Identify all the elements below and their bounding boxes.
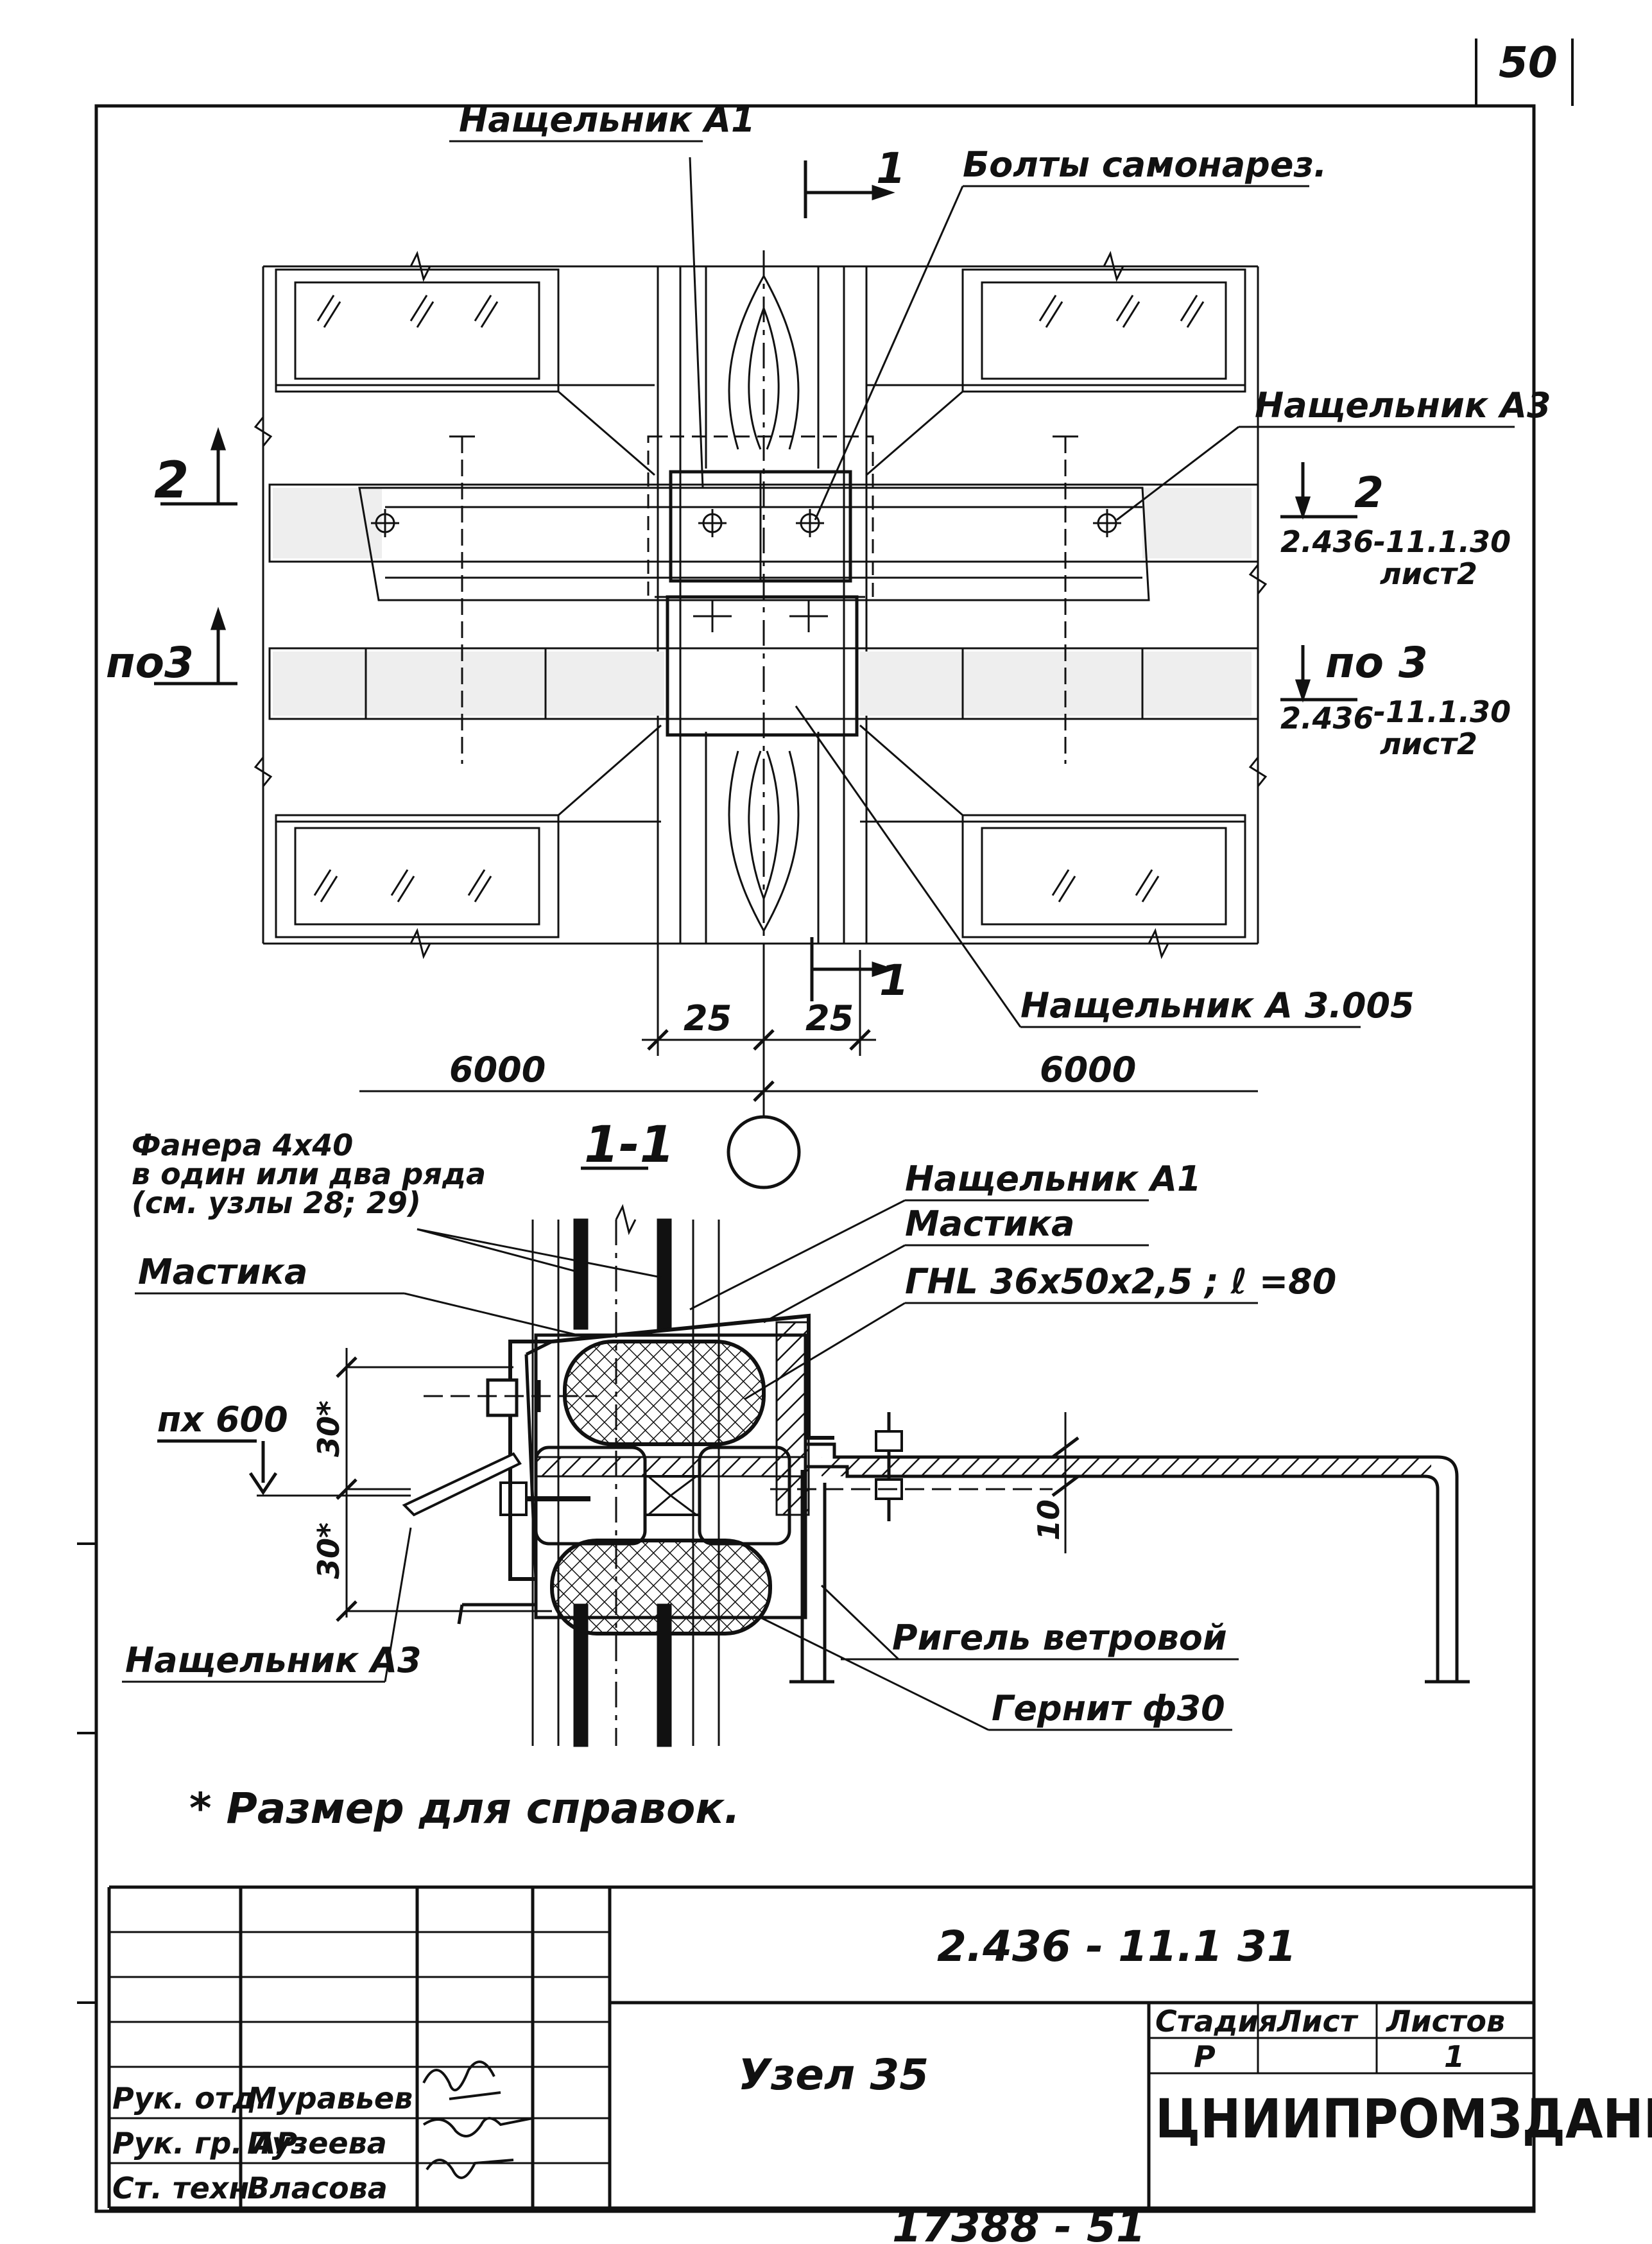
callout-mastic-right: Мастика [905, 1204, 1074, 1244]
ref-2-sheet-code: -11.1.30 [1373, 524, 1511, 559]
page-number-box: 50 [1475, 38, 1574, 106]
callout-flashing-a3: Нащельник А3 [1255, 385, 1551, 426]
page-number: 50 [1499, 38, 1558, 87]
span-6000-left: 6000 [449, 1049, 546, 1090]
organization-stamp: ЦНИИПРОМЗДАНИЙ [1155, 2087, 1652, 2150]
section-title: 1-1 [584, 1116, 675, 1174]
role-2: Рук. гр. АР. [112, 2126, 309, 2161]
dim-30-bottom: 30* [311, 1523, 346, 1579]
section-mark-top: 1 [876, 144, 906, 193]
name-2: Пузеева [247, 2126, 387, 2161]
level-label: пх 600 [157, 1399, 288, 1440]
section-view [122, 1166, 1470, 1747]
ref-2-num: 2 [1354, 468, 1384, 517]
ref-po3-sheet-code: -11.1.30 [1373, 695, 1511, 729]
span-6000-right: 6000 [1040, 1049, 1136, 1090]
dim-25-left: 25 [684, 998, 732, 1039]
note-plywood-line2: в один или два ряда [132, 1157, 486, 1191]
dim-10: 10 [1031, 1499, 1066, 1541]
ref-2-sheet: лист2 [1380, 557, 1477, 591]
callout-wind-girt: Ригель ветровой [892, 1618, 1227, 1658]
col-stage: Стадия [1155, 2004, 1277, 2039]
callout-flashing-a3005: Нащельник А 3.005 [1020, 985, 1415, 1026]
stage-value: Р [1194, 2039, 1216, 2074]
footnote: * Размер для справок. [189, 1784, 740, 1833]
ref-po3-num: по 3 [1325, 638, 1428, 687]
col-sheet: Лист [1276, 2004, 1359, 2039]
ref-2-code: 2.436 [1280, 524, 1374, 559]
ref-po3-code: 2.436 [1280, 701, 1374, 736]
dim-25-right: 25 [805, 998, 854, 1039]
section-mark-bottom: 1 [879, 956, 909, 1005]
callout-flashing-a1-top: Нащельник А1 [459, 99, 755, 140]
name-3: Власова [247, 2171, 388, 2205]
sheets-value: 1 [1444, 2039, 1465, 2074]
callout-a3-section: Нащельник А3 [125, 1640, 422, 1680]
plan-view [154, 140, 1515, 1189]
role-3: Ст. техн. [112, 2171, 261, 2205]
section-mark-2-left: 2 [154, 452, 189, 510]
title-block [107, 1885, 1534, 2210]
ref-po3-sheet: лист2 [1380, 727, 1477, 761]
note-plywood-line3: (см. узлы 28; 29) [132, 1186, 421, 1220]
callout-a1-section: Нащельник А1 [905, 1159, 1201, 1199]
bottom-number: 17388 - 51 [892, 2202, 1146, 2244]
callout-self-tapping-bolts: Болты самонарез. [963, 144, 1327, 185]
dim-30-top: 30* [311, 1401, 346, 1457]
name-1: Муравьев [247, 2081, 413, 2116]
callout-gernit: Гернит ф30 [992, 1688, 1225, 1729]
doc-code: 2.436 - 11.1 31 [937, 1922, 1296, 1971]
callout-mastic-left: Мастика [138, 1252, 307, 1292]
section-mark-po3-left: по3 [106, 638, 194, 687]
callout-profile: ГНL 36х50х2,5 ; ℓ =80 [905, 1261, 1336, 1302]
node-title: Узел 35 [738, 2050, 929, 2100]
note-plywood-line1: Фанера 4х40 [132, 1128, 353, 1162]
drawing-frame [94, 104, 1536, 2213]
col-sheets: Листов [1385, 2004, 1505, 2039]
role-1: Рук. отд. [112, 2081, 267, 2116]
